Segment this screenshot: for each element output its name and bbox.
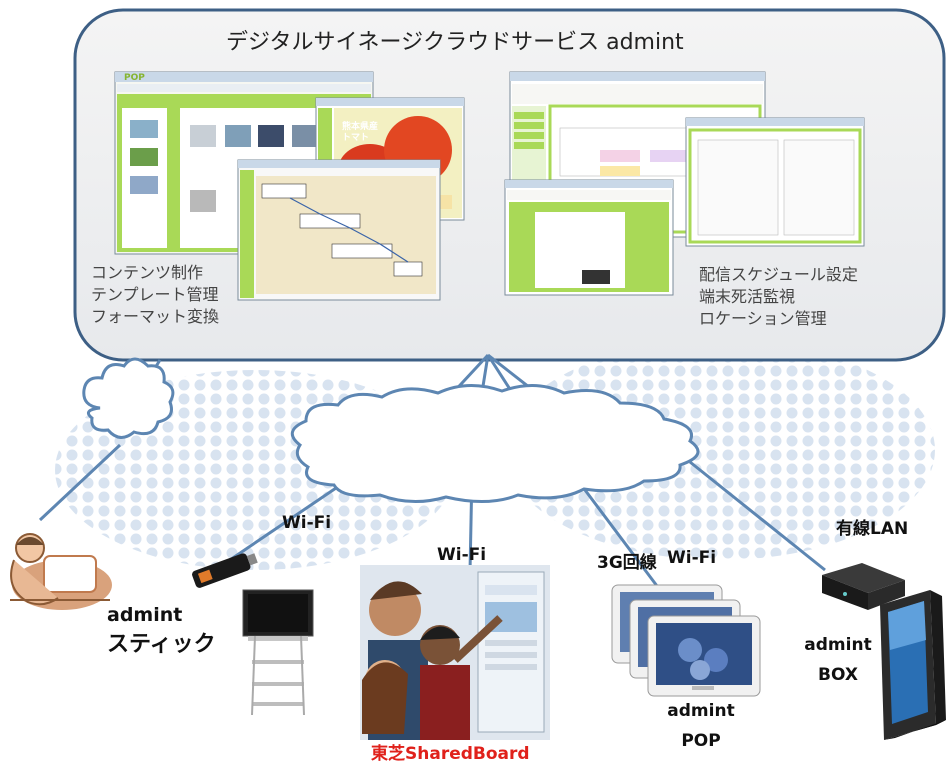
pop-label-line1: admint — [667, 701, 735, 721]
feature-content-creation: コンテンツ制作 — [91, 263, 204, 282]
wifi-label-pop: Wi-Fi — [667, 548, 717, 568]
screenshot-template-layout — [237, 159, 441, 301]
feature-location: ロケーション管理 — [699, 309, 827, 328]
digital-signage-kiosk — [880, 590, 946, 740]
features-left: コンテンツ制作 テンプレート管理 フォーマット変換 — [91, 262, 219, 328]
tomato-poster-text: 熊本県産 トマト — [342, 122, 378, 144]
admint-pop-tablets — [611, 584, 761, 697]
features-right: 配信スケジュール設定 端末死活監視 ロケーション管理 — [699, 264, 858, 330]
pop-label-line2: POP — [681, 731, 721, 751]
service-title: デジタルサイネージクラウドサービス admint — [226, 30, 684, 55]
box-label-line1: admint — [804, 635, 872, 655]
stick-label-line2: スティック — [107, 632, 216, 657]
internet-cloud-large — [290, 383, 700, 504]
operator-person-illustration — [10, 533, 112, 610]
stick-label-line1: admint — [107, 604, 183, 626]
stick-label: admint スティック — [107, 600, 216, 660]
screenshot-device-monitor — [685, 117, 865, 247]
screenshot-location — [504, 179, 674, 296]
service-logo: POP — [124, 73, 145, 83]
box-label-line2: BOX — [818, 665, 858, 685]
tv-on-stand — [242, 589, 314, 716]
feature-format-conversion: フォーマット変換 — [91, 307, 220, 326]
sharedboard-label: 東芝SharedBoard — [371, 744, 530, 764]
wired-lan-label: 有線LAN — [836, 519, 909, 539]
wifi-label-sharedboard: Wi-Fi — [437, 545, 487, 565]
feature-schedule: 配信スケジュール設定 — [699, 265, 858, 284]
feature-template-management: テンプレート管理 — [91, 285, 219, 304]
tomato-poster-line1: 熊本県産 — [342, 122, 379, 132]
admint-box-device — [822, 563, 905, 610]
dot-pattern-right — [505, 340, 935, 560]
3g-label: 3G回線 — [597, 553, 657, 573]
wifi-label-stick: Wi-Fi — [282, 513, 332, 533]
box-label: admint BOX — [798, 630, 878, 690]
tomato-poster-line2: トマト — [342, 133, 370, 143]
feature-device-monitoring: 端末死活監視 — [699, 287, 796, 306]
pop-label: admint POP — [664, 696, 738, 756]
internet-cloud-small — [82, 357, 175, 439]
admint-stick-device — [192, 553, 258, 588]
sharedboard-photo — [360, 565, 550, 740]
